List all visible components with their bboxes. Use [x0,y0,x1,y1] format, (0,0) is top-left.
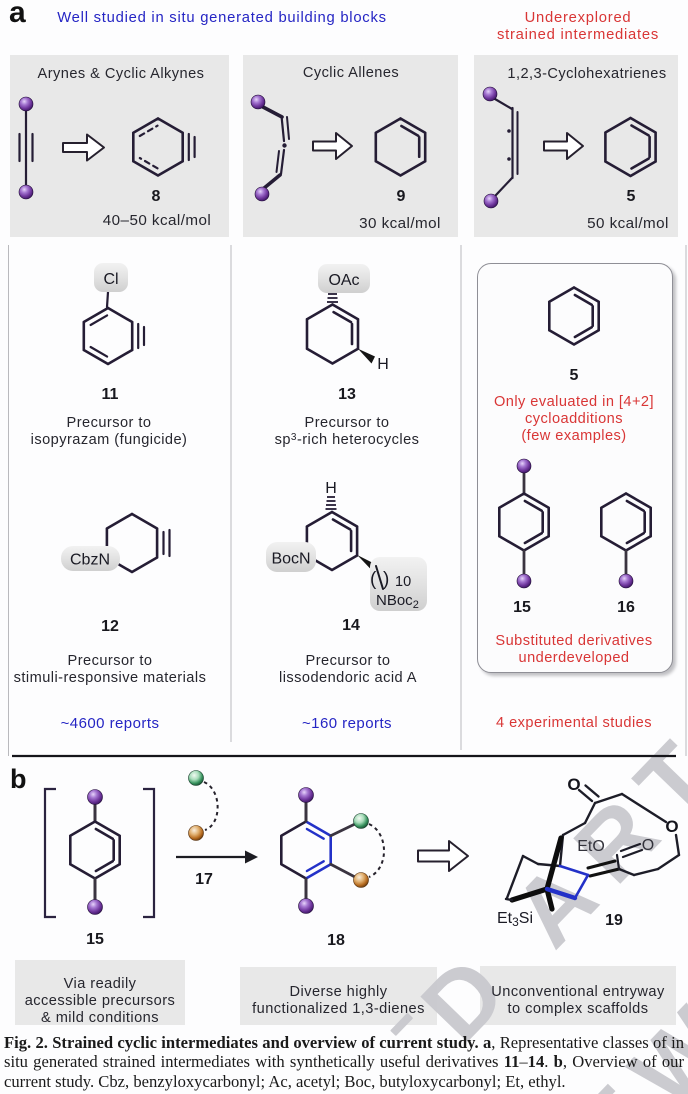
svg-text:H: H [377,356,389,373]
svg-text:CbzN: CbzN [70,552,110,569]
svg-text:Cl: Cl [103,271,118,288]
svg-text:H: H [325,480,337,497]
svg-text:O: O [567,775,580,794]
svg-text:10: 10 [395,574,411,590]
svg-text:Et3Si: Et3Si [497,910,533,929]
svg-text:): ) [383,569,389,590]
svg-text:OAc: OAc [328,272,359,289]
svg-text:(: ( [370,569,377,590]
svg-text:O: O [642,837,654,854]
svg-text:BocN: BocN [271,551,310,568]
svg-text:EtO: EtO [577,838,605,855]
svg-text:NBoc2: NBoc2 [376,592,419,611]
svg-text:O: O [665,817,678,836]
